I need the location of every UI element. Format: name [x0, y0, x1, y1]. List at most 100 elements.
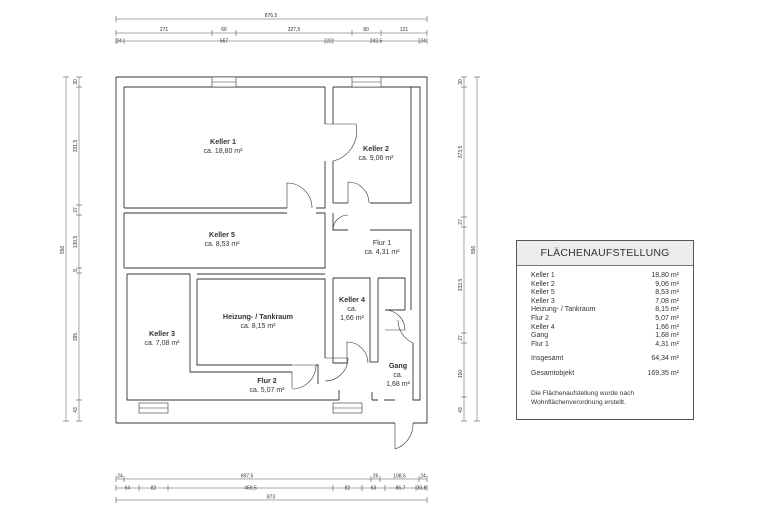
- bottom-row1-label: 26: [373, 474, 379, 480]
- top-row1-label: 66: [221, 27, 227, 33]
- room-name-keller-5: Keller 5: [209, 230, 235, 239]
- bottom-row2-label: 82: [345, 486, 351, 492]
- summary-row-value: 18,80 m²: [651, 272, 679, 279]
- right-segment-label: 332,5: [458, 279, 464, 292]
- bottom-total-label: 873: [267, 495, 276, 501]
- right-segment-label: 373,5: [458, 146, 464, 159]
- top-total-label: 876,5: [265, 13, 278, 19]
- summary-row-label: Keller 3: [531, 297, 555, 305]
- right-dimensions: [461, 76, 480, 422]
- bottom-row2-label: 63: [371, 486, 377, 492]
- summary-row-label: Heizung- / Tankraum: [531, 306, 596, 314]
- top-row1-label: 80: [363, 27, 369, 33]
- summary-object-label: Gesamtobjekt: [531, 369, 575, 377]
- bottom-dimensions: [115, 476, 428, 503]
- summary-row: Keller 2 9,06 m²: [531, 281, 679, 290]
- top-row2-label: 22: [326, 39, 332, 45]
- room-area-keller-1: ca. 18,80 m²: [204, 148, 244, 155]
- right-segment-label: 27: [458, 219, 464, 225]
- summary-row-value: 1,68 m²: [655, 332, 679, 340]
- bottom-row2-label: 30,8: [417, 486, 427, 492]
- summary-row-value: 4,31 m²: [655, 340, 679, 348]
- door-swing: [332, 214, 349, 231]
- room-name-flur-1: Flur 1: [373, 238, 391, 247]
- summary-row: Flur 1 4,31 m²: [531, 341, 679, 350]
- room-area-keller-3: ca. 7,08 m²: [144, 340, 180, 347]
- summary-row-label: Keller 4: [531, 323, 555, 331]
- bottom-row1-label: 108,5: [393, 474, 406, 480]
- left-segment-label: 27: [73, 207, 79, 213]
- summary-total-row: Insgesamt 64,34 m²: [531, 355, 679, 364]
- summary-row-value: 5,07 m²: [655, 314, 679, 322]
- top-row2-label: 242,5: [370, 39, 383, 45]
- summary-note-line: Wohnflächenverordnung erstellt.: [531, 398, 626, 406]
- right-segment-label: 27: [458, 335, 464, 341]
- summary-total-value: 64,34 m²: [651, 355, 679, 363]
- door-swing: [394, 422, 414, 450]
- room-name-gang: Gang: [389, 361, 407, 370]
- door-swings: [286, 123, 414, 450]
- room-name-keller-2: Keller 2: [363, 144, 389, 153]
- bottom-row2-label: 64: [125, 486, 131, 492]
- right-total-label: 556: [471, 246, 477, 255]
- bottom-row1-label: 697,5: [241, 474, 254, 480]
- bottom-row2-label: 82: [151, 486, 157, 492]
- room-area-flur-1: ca. 4,31 m²: [364, 249, 400, 256]
- summary-row: Keller 3 7,08 m²: [531, 298, 679, 307]
- summary-row-label: Gang: [531, 332, 549, 340]
- summary-row: Gang 1,68 m²: [531, 332, 679, 341]
- room-area-keller-5: ca. 8,53 m²: [204, 241, 240, 248]
- windows: [138, 76, 382, 414]
- summary-row-value: 7,08 m²: [655, 297, 679, 305]
- summary-row-value: 9,06 m²: [655, 280, 679, 288]
- room-name-keller-3: Keller 3: [149, 329, 175, 338]
- summary-row-label: Keller 5: [531, 289, 555, 297]
- summary-row-value: 1,66 m²: [655, 323, 679, 331]
- room-area-heizung: ca. 8,15 m²: [240, 323, 276, 330]
- room-area-keller-2: ca. 9,06 m²: [358, 155, 394, 162]
- building-walls: [115, 76, 428, 424]
- room-name-keller-4: Keller 4: [339, 295, 365, 304]
- door-swing: [384, 309, 406, 331]
- summary-row-label: Keller 2: [531, 280, 555, 288]
- room-name-keller-1: Keller 1: [210, 137, 236, 146]
- room-name-flur-2: Flur 2: [257, 376, 277, 385]
- summary-row-label: Flur 1: [531, 340, 549, 348]
- room-area-keller-4: ca.: [347, 306, 356, 313]
- left-segment-label: 130,5: [73, 236, 79, 249]
- left-segment-label: 9: [73, 269, 79, 272]
- left-segment-label: 395: [73, 333, 79, 342]
- top-row2-label: 24: [116, 39, 122, 45]
- summary-row: Keller 4 1,66 m²: [531, 324, 679, 333]
- top-row1-label: 121: [400, 27, 409, 33]
- summary-total-label: Insgesamt: [531, 355, 564, 363]
- room-area-gang: ca.: [393, 372, 402, 379]
- top-dimensions: [115, 16, 428, 44]
- door-swing: [291, 364, 317, 390]
- summary-row-label: Flur 2: [531, 314, 549, 322]
- top-row2-label: 24: [420, 39, 426, 45]
- left-total-label: 556: [60, 246, 66, 255]
- door-swing: [325, 123, 358, 162]
- bottom-row2-label: 459,5: [244, 486, 257, 492]
- room-area-flur-2: ca. 5,07 m²: [249, 387, 285, 394]
- door-swing: [347, 181, 370, 204]
- bottom-row1-label: 24: [420, 474, 426, 480]
- door-swing: [346, 341, 369, 364]
- left-segment-label: 331,5: [73, 140, 79, 153]
- left-dimensions: [63, 76, 82, 422]
- top-row2-label: 567: [220, 39, 229, 45]
- summary-object-value: 169,35 m²: [647, 369, 679, 377]
- door-swing: [324, 357, 349, 382]
- room-area-gang-value: 1,68 m²: [386, 381, 410, 388]
- right-segment-label: 150: [458, 370, 464, 379]
- room-area-keller-4-value: 1,66 m²: [340, 315, 364, 322]
- room-name-heizung: Heizung- / Tankraum: [223, 312, 293, 321]
- bottom-row2-label: 86,7: [396, 486, 406, 492]
